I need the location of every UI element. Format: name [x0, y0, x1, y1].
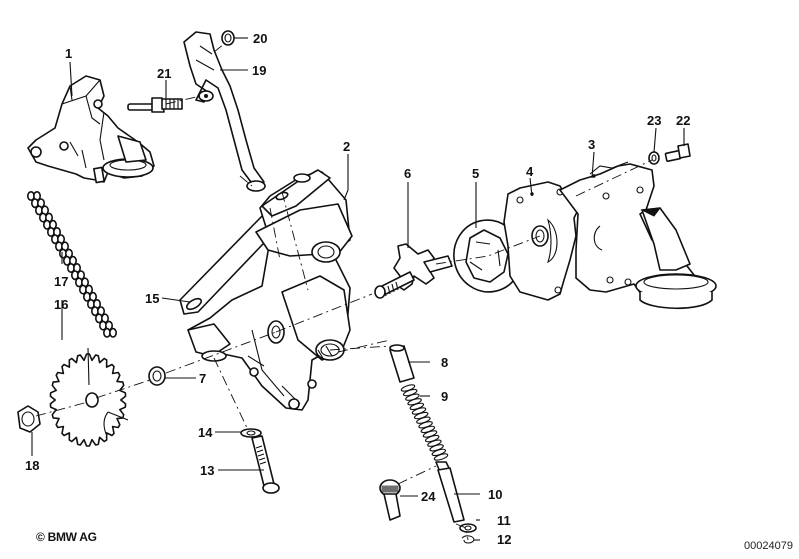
part-19-pressure-pipe[interactable] [183, 31, 266, 192]
assembly-axes [35, 43, 653, 541]
part-24-screw-plug[interactable] [379, 479, 401, 521]
part-14-washer[interactable] [240, 428, 262, 438]
spring-coil [433, 453, 449, 461]
callout-23[interactable]: 23 [647, 113, 661, 128]
callout-4[interactable]: 4 [526, 164, 534, 179]
callout-24[interactable]: 24 [421, 489, 436, 504]
callout-18[interactable]: 18 [25, 458, 39, 473]
callout-11[interactable]: 11 [497, 513, 511, 528]
part-2-pump-housing[interactable] [187, 169, 353, 411]
part-11-washer[interactable] [459, 523, 477, 533]
callout-16[interactable]: 16 [54, 297, 68, 312]
callout-17[interactable]: 17 [54, 274, 68, 289]
callout-22[interactable]: 22 [676, 113, 690, 128]
part-13-hex-bolt[interactable] [251, 435, 280, 494]
copyright-notice: © BMW AG [36, 530, 97, 544]
part-10-spring-guide-pin[interactable] [435, 461, 465, 523]
callout-19[interactable]: 19 [252, 63, 266, 78]
callout-labels: 1 2 3 4 5 6 7 8 9 10 11 12 13 14 15 16 1… [25, 31, 690, 547]
callout-5[interactable]: 5 [472, 166, 479, 181]
callout-12[interactable]: 12 [497, 532, 511, 547]
callout-3[interactable]: 3 [588, 137, 595, 152]
part-8-relief-valve-piston[interactable] [389, 344, 415, 383]
part-6-inner-rotor-shaft[interactable] [374, 243, 453, 299]
image-number: 00024079 [744, 540, 793, 552]
chain-link [109, 327, 118, 338]
callout-15[interactable]: 15 [145, 291, 159, 306]
part-7-sealing-ring[interactable] [148, 366, 166, 386]
callout-1[interactable]: 1 [65, 46, 72, 61]
callout-2[interactable]: 2 [343, 139, 350, 154]
part-22-hex-bolt[interactable] [664, 143, 691, 162]
part-17-roller-chain[interactable] [26, 191, 118, 338]
callout-8[interactable]: 8 [441, 355, 448, 370]
callout-7[interactable]: 7 [199, 371, 206, 386]
callout-9[interactable]: 9 [441, 389, 448, 404]
part-9-compression-spring[interactable] [400, 384, 449, 462]
part-1-oil-pump-assembly[interactable] [27, 75, 155, 184]
part-20-o-ring[interactable] [221, 30, 235, 46]
part-5-outer-rotor[interactable] [447, 214, 528, 299]
callout-21[interactable]: 21 [157, 66, 171, 81]
leader-lines [31, 37, 685, 541]
callout-20[interactable]: 20 [253, 31, 267, 46]
callout-14[interactable]: 14 [198, 425, 213, 440]
callout-13[interactable]: 13 [200, 463, 214, 478]
part-18-hex-nut[interactable] [17, 405, 41, 433]
part-23-spring-washer[interactable] [648, 151, 660, 165]
callout-6[interactable]: 6 [404, 166, 411, 181]
part-3-pump-cover-with-pickup[interactable] [559, 161, 717, 310]
part-16-sprocket[interactable] [49, 347, 129, 447]
part-21-stud-bolt[interactable] [127, 97, 183, 113]
callout-10[interactable]: 10 [488, 487, 502, 502]
